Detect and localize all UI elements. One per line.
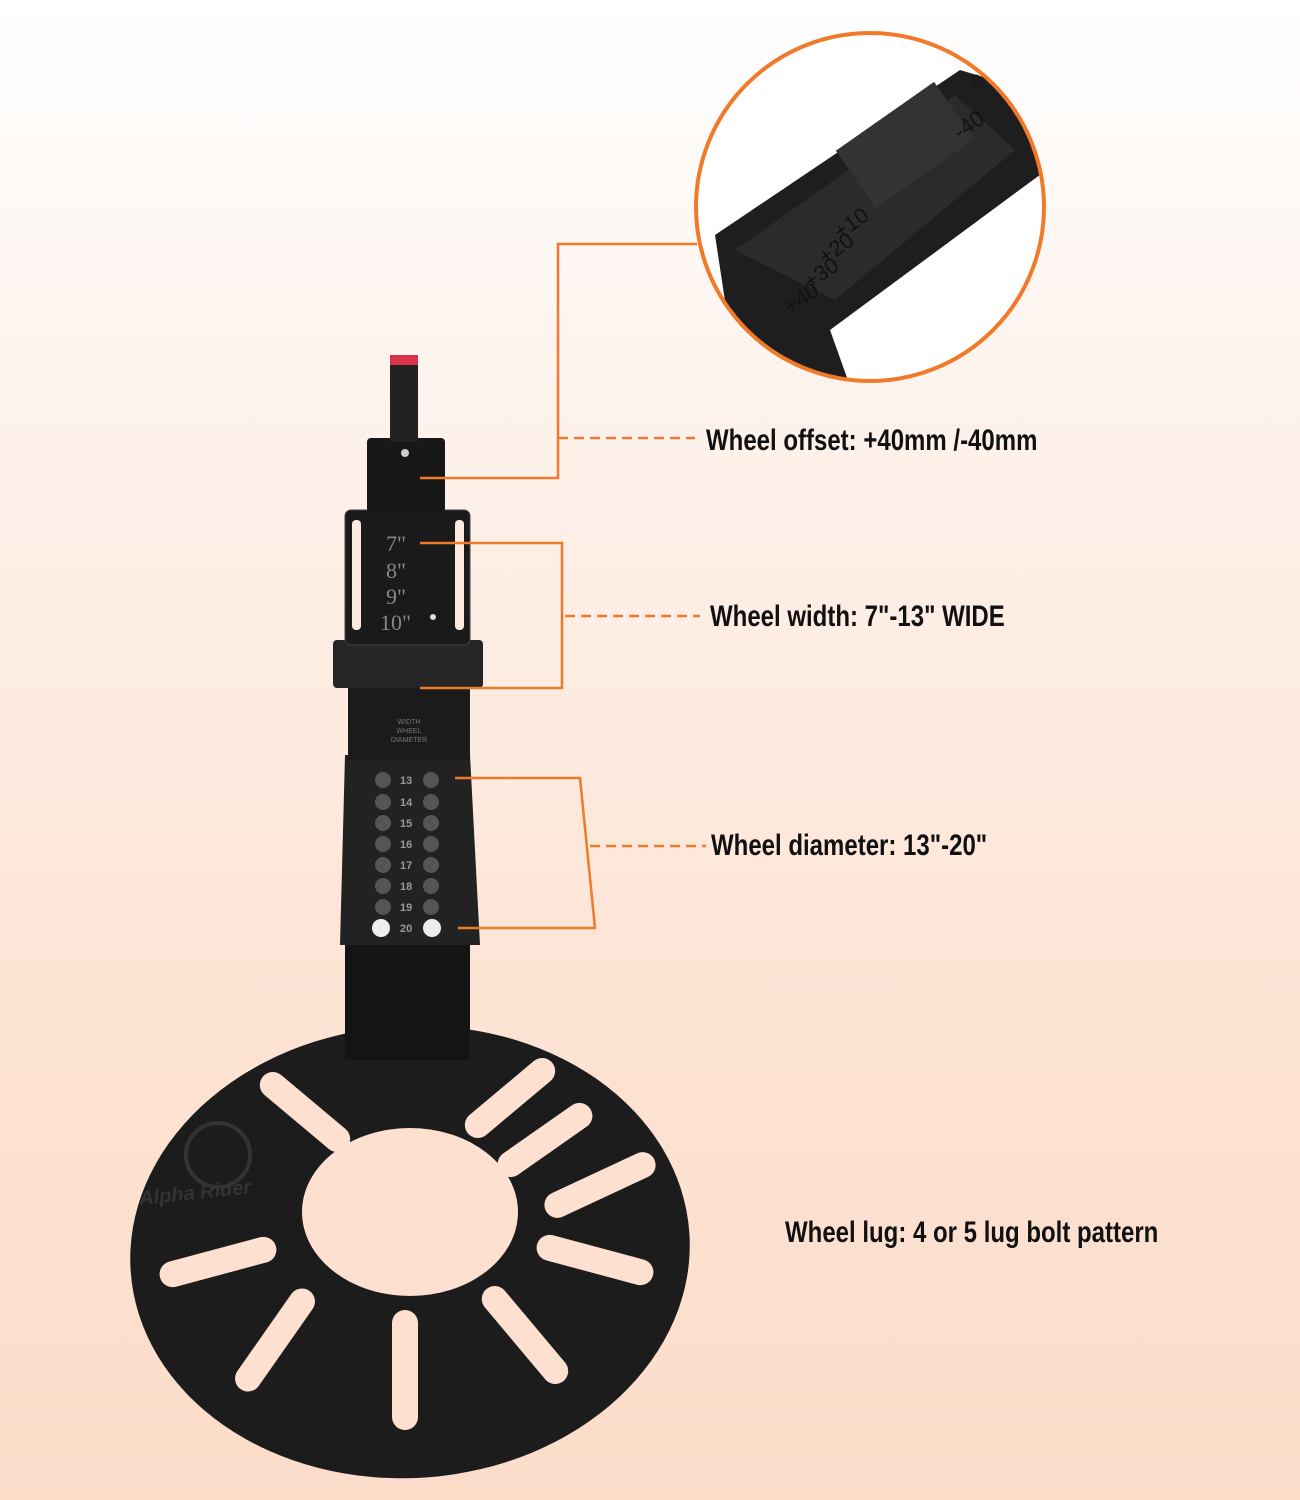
svg-text:WHEEL: WHEEL (397, 728, 422, 735)
width-label: Wheel width: 7"-13" WIDE (710, 600, 1005, 633)
svg-text:DIAMETER: DIAMETER (391, 737, 427, 744)
offset-label: Wheel offset: +40mm /-40mm (706, 424, 1038, 457)
scale-7: 7" (386, 531, 406, 556)
scale-8: 8" (386, 558, 406, 583)
brand-logo (184, 1121, 252, 1189)
svg-text:13: 13 (400, 775, 412, 787)
lug-label: Wheel lug: 4 or 5 lug bolt pattern (785, 1216, 1159, 1249)
scale-10: 10" (380, 610, 411, 635)
callout-lines (420, 242, 706, 930)
svg-text:18: 18 (400, 881, 412, 893)
svg-text:15: 15 (400, 818, 412, 830)
column (333, 355, 483, 1060)
width-scale: 7" 8" 9" 10" (380, 531, 411, 635)
svg-text:20: 20 (400, 923, 412, 935)
svg-text:WIDTH: WIDTH (398, 719, 421, 726)
svg-text:19: 19 (400, 902, 412, 914)
lug-slots (159, 1058, 656, 1430)
svg-text:17: 17 (400, 860, 412, 872)
diameter-holes: 13 14 15 16 17 18 19 20 (372, 772, 441, 937)
svg-text:16: 16 (400, 839, 412, 851)
offset-detail-inset: +10 +20 +30 +40 -40 OFFSET (694, 31, 1046, 383)
svg-text:14: 14 (400, 797, 413, 809)
scale-9: 9" (386, 584, 406, 609)
base-plate: Alpha Rider (130, 1025, 690, 1479)
direction-text: WIDTH WHEEL DIAMETER (391, 719, 427, 744)
diameter-label: Wheel diameter: 13"-20" (711, 829, 988, 862)
